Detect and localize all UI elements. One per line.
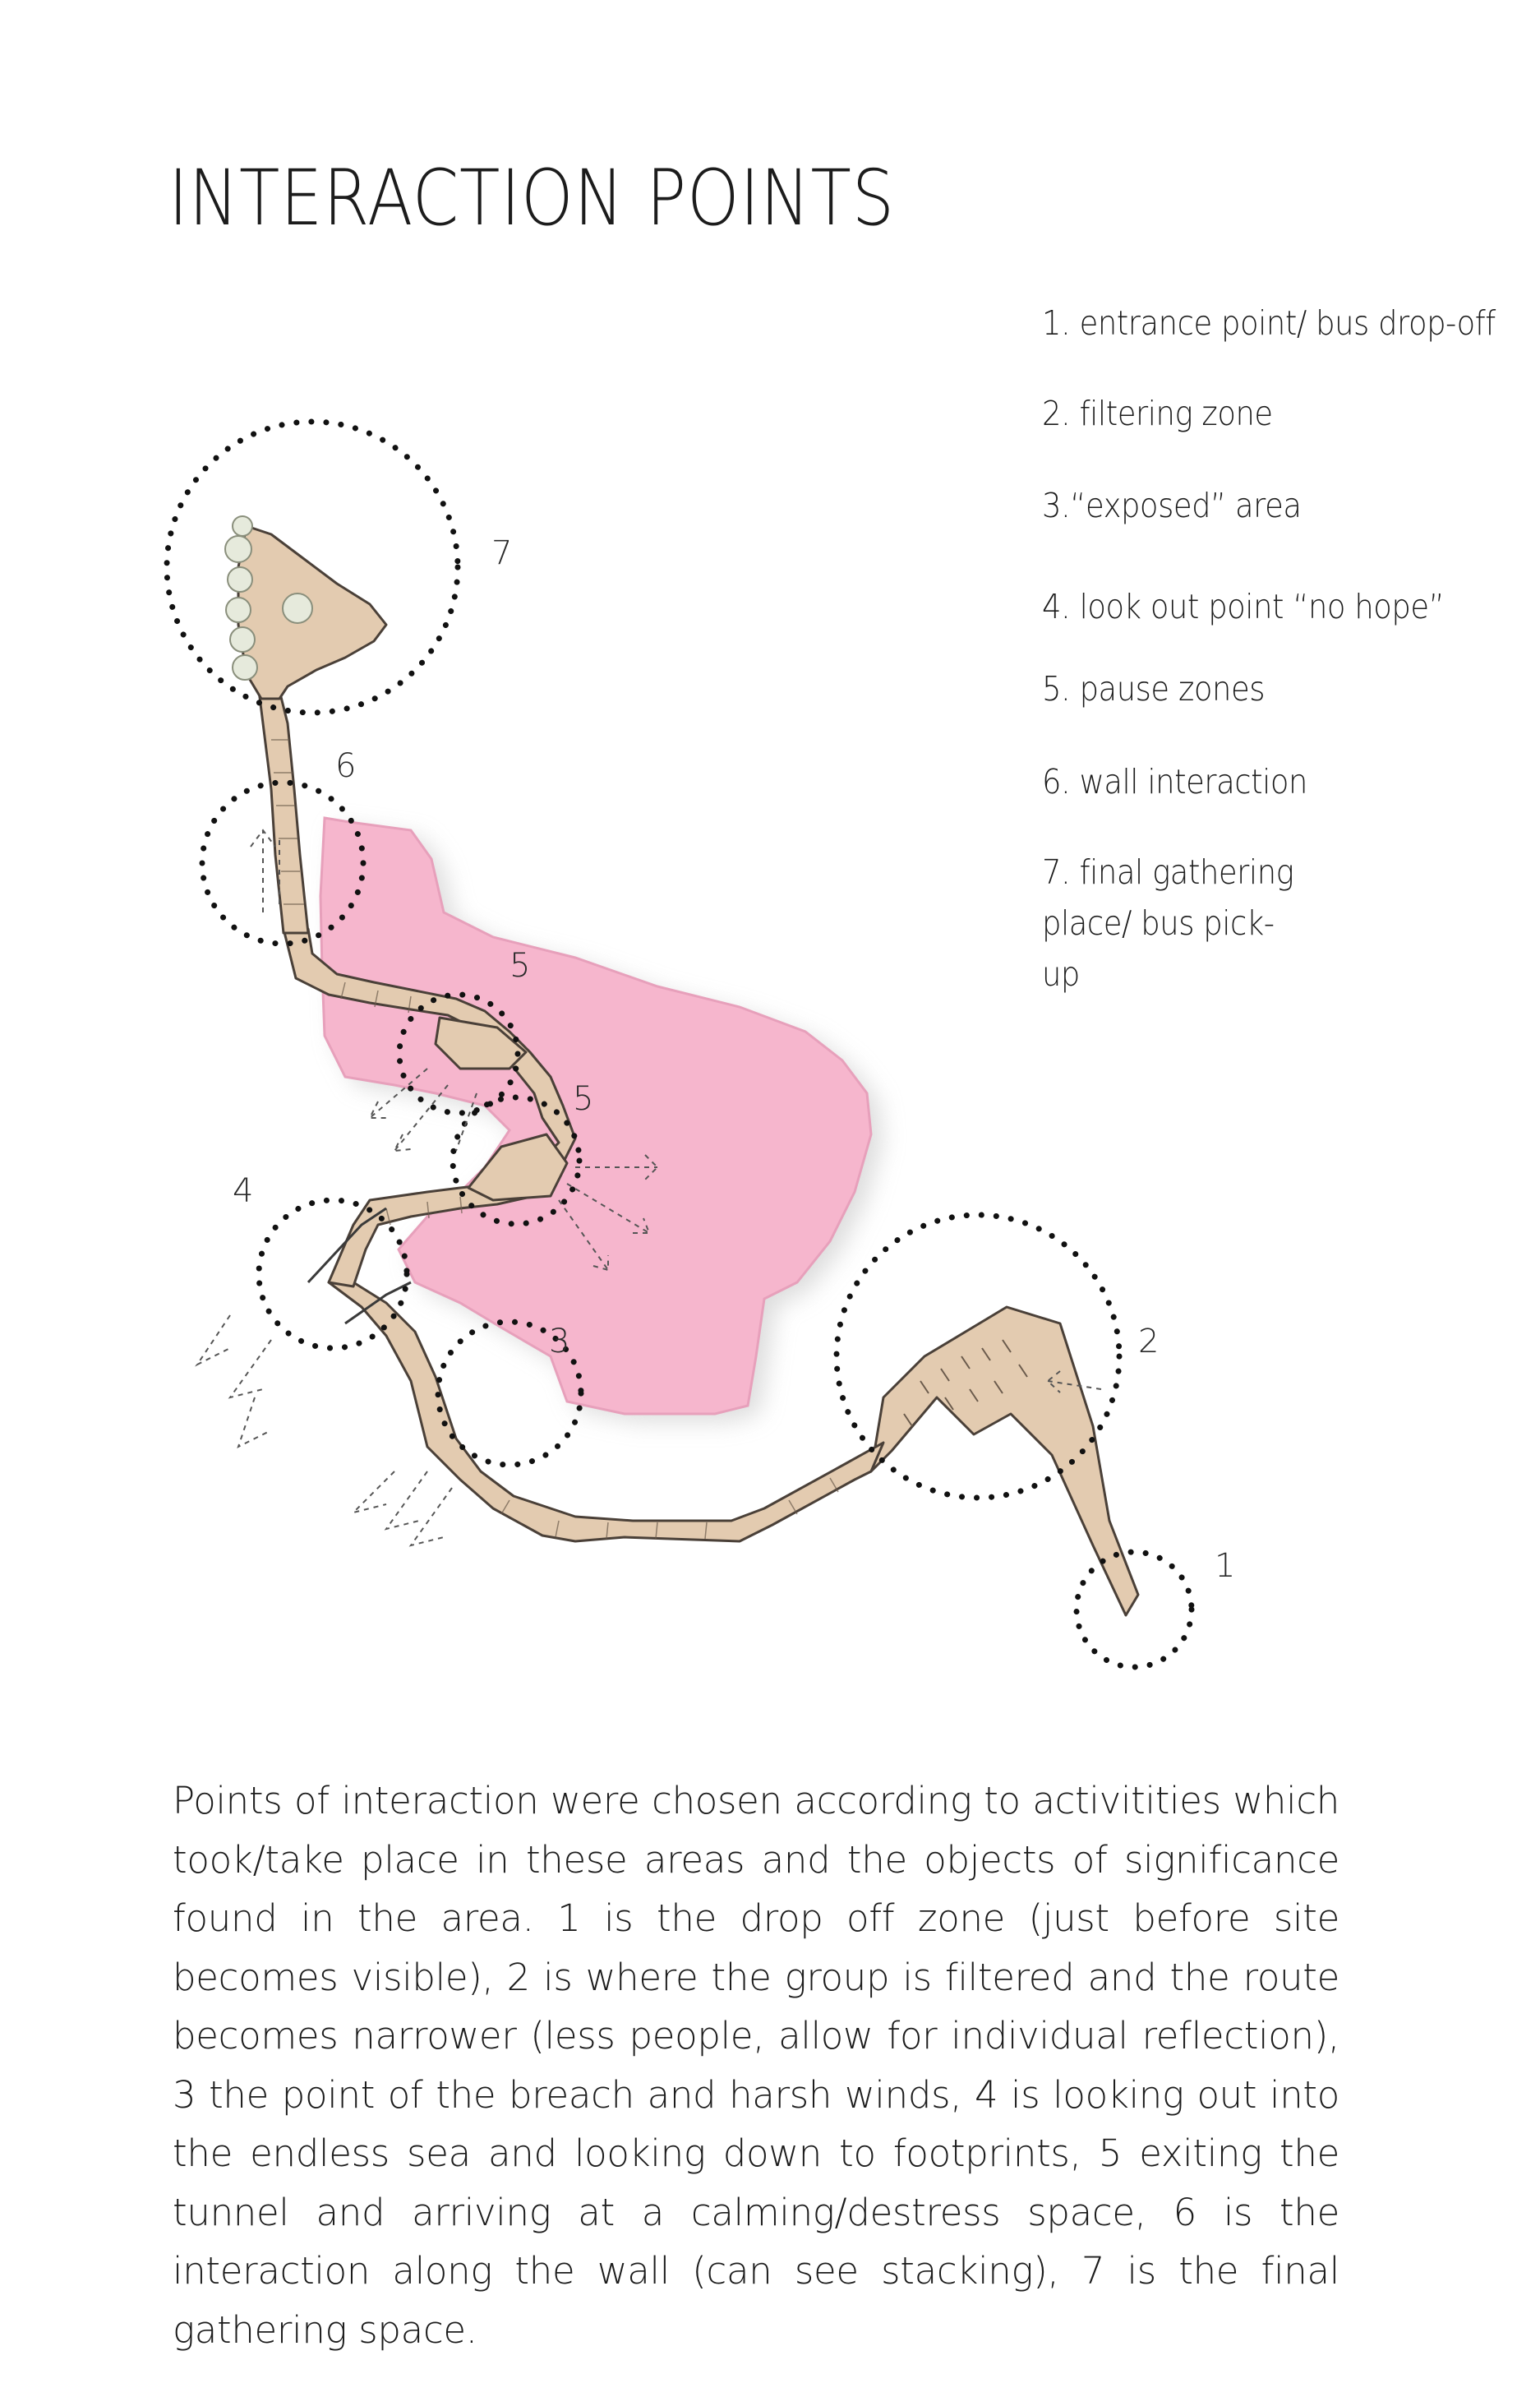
circle-point-7 xyxy=(164,418,461,716)
legend-item-3: 3.“exposed” area xyxy=(1042,486,1302,525)
direction-arrows xyxy=(195,829,1102,1547)
circle-point-5-lower xyxy=(450,1094,583,1227)
circle-point-4 xyxy=(256,1197,410,1351)
label-point-2: 2 xyxy=(1138,1323,1159,1360)
tree-cluster xyxy=(224,515,313,681)
label-point-5-upper: 5 xyxy=(509,947,530,985)
legend-item-5: 5. pause zones xyxy=(1042,669,1265,709)
legend-item-6: 6. wall interaction xyxy=(1042,762,1307,801)
label-point-1: 1 xyxy=(1215,1547,1235,1585)
crowd-marks xyxy=(903,1339,1028,1427)
point-labels: 7 6 5 5 4 3 2 1 xyxy=(233,534,1235,1585)
label-point-4: 4 xyxy=(233,1172,253,1210)
page-title: INTERACTION POINTS xyxy=(168,154,895,243)
label-point-5-lower: 5 xyxy=(573,1080,593,1118)
filtering-zone-platform xyxy=(869,1305,1140,1617)
label-point-3: 3 xyxy=(549,1323,569,1360)
circle-point-5-upper xyxy=(396,991,521,1116)
label-point-6: 6 xyxy=(335,747,356,785)
circle-point-2 xyxy=(833,1212,1123,1501)
label-point-7: 7 xyxy=(491,534,512,572)
path-hatching xyxy=(271,739,839,1540)
circle-point-3 xyxy=(435,1319,584,1468)
pause-zone-platform-upper xyxy=(434,1016,528,1070)
description-paragraph: Points of interaction were chosen accord… xyxy=(173,1779,1339,2352)
water-fill xyxy=(319,816,873,1416)
legend-item-7: 7. final gathering place/ bus pick-up xyxy=(1042,852,1294,994)
legend-item-4: 4. look out point “no hope” xyxy=(1042,587,1445,626)
circle-point-6 xyxy=(199,779,367,947)
legend-item-2: 2. filtering zone xyxy=(1042,394,1273,433)
site-plan-diagram: 7 6 5 5 4 3 2 1 xyxy=(164,418,1235,1670)
lookout-spurs xyxy=(307,1207,412,1325)
upper-path xyxy=(257,689,310,935)
interaction-circles xyxy=(164,418,1195,1670)
circle-point-1 xyxy=(1073,1549,1195,1670)
legend-item-1: 1. entrance point/ bus drop-off xyxy=(1042,303,1496,343)
water-body xyxy=(319,816,883,1422)
pause-zone-platform-lower xyxy=(467,1133,569,1202)
